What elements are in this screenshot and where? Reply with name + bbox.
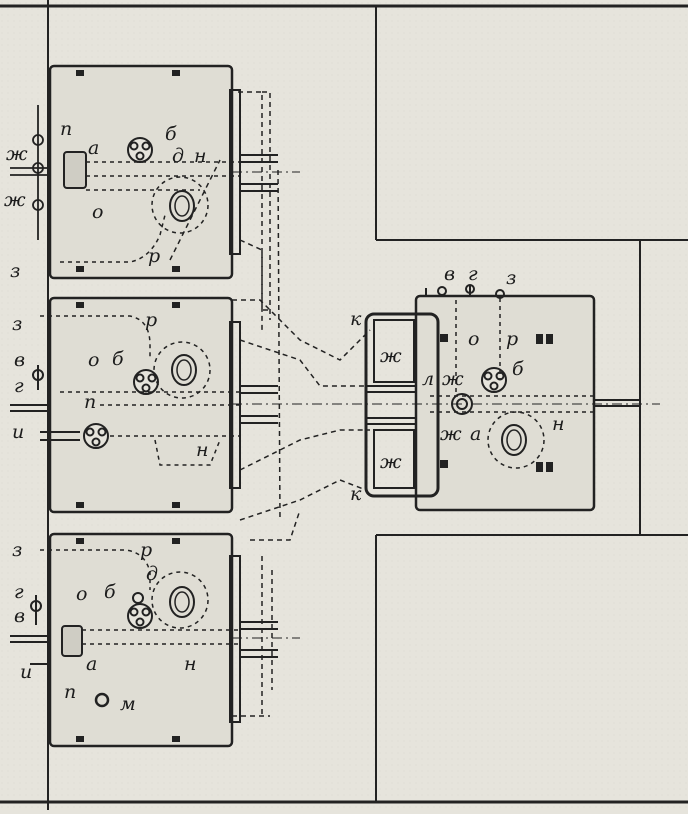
- label-r: р: [148, 245, 160, 267]
- label-zh-1: ж: [6, 143, 28, 165]
- label-b: б: [165, 123, 177, 145]
- left-valves: [10, 105, 50, 240]
- outlet-pipes: [594, 399, 640, 407]
- label-z: з: [12, 313, 22, 335]
- burner-i: [83, 423, 109, 449]
- label-a: а: [86, 653, 97, 675]
- label-zh-1: ж: [442, 368, 464, 390]
- label-d: д: [146, 563, 158, 585]
- label-p: п: [60, 118, 72, 140]
- label-d: д: [172, 145, 184, 167]
- mounting-feet: [440, 334, 553, 472]
- mounting-feet: [76, 302, 180, 508]
- label-n: н: [552, 413, 565, 435]
- crossover-assembly: к ж ж к: [350, 308, 440, 505]
- label-zh-2: ж: [380, 451, 402, 473]
- label-v: в: [14, 605, 25, 627]
- boiler-body: [414, 294, 596, 512]
- label-o: о: [92, 201, 103, 223]
- label-k-2: к: [350, 483, 362, 505]
- label-v: в: [444, 263, 455, 285]
- label-z: з: [12, 539, 22, 561]
- outlet-pipes: [240, 385, 278, 424]
- label-z: з: [506, 267, 516, 289]
- boiler-unit-middle: з р в о б г п и н: [10, 296, 278, 514]
- top-valves: [425, 284, 505, 299]
- inspection-port: [169, 190, 195, 222]
- centerlines: [232, 171, 660, 639]
- crossover-frame: [364, 312, 440, 498]
- label-zh-2: ж: [4, 189, 26, 211]
- dashed-pipes: [40, 315, 240, 466]
- label-n: н: [194, 145, 207, 167]
- mounting-feet: [76, 538, 180, 742]
- label-i: и: [12, 421, 24, 443]
- dashed-pipes: [40, 549, 240, 645]
- dashed-pipes: [430, 298, 594, 469]
- label-r: р: [140, 539, 152, 561]
- inspection-port: [171, 354, 197, 386]
- outlet-pipes: [240, 154, 278, 192]
- label-a: а: [88, 137, 99, 159]
- label-n: н: [196, 439, 209, 461]
- label-z: з: [10, 260, 20, 282]
- label-v: в: [14, 349, 25, 371]
- header-lower: [373, 429, 415, 489]
- label-o: о: [76, 583, 87, 605]
- label-b: б: [512, 358, 524, 380]
- label-r: р: [145, 309, 157, 331]
- left-valves: [10, 365, 80, 441]
- component-a: [63, 151, 87, 189]
- inspection-port: [501, 424, 527, 456]
- label-i: и: [20, 661, 32, 683]
- label-k-1: к: [350, 308, 362, 330]
- label-g: г: [14, 581, 24, 603]
- label-b: б: [112, 348, 124, 370]
- boiler-flange: [229, 555, 241, 723]
- burner-b: [481, 367, 507, 393]
- label-m: м: [120, 693, 136, 715]
- component-a: [61, 625, 83, 657]
- boiler-unit-right: в г з о р л ж б а ж н: [414, 263, 640, 512]
- label-g: г: [468, 263, 478, 285]
- connecting-pipes: [169, 91, 371, 717]
- inspection-port: [169, 586, 195, 618]
- mounting-feet: [76, 70, 180, 272]
- header-upper: [373, 319, 415, 383]
- dashed-pipes: [60, 161, 240, 263]
- left-valves: [10, 595, 50, 665]
- label-b: б: [104, 581, 116, 603]
- boiler-unit-top: п а б д н о р з ж ж: [4, 64, 278, 282]
- label-zh-1: ж: [380, 345, 402, 367]
- marker-m: [94, 692, 110, 708]
- label-p: п: [64, 681, 76, 703]
- label-zh-2: ж: [440, 423, 462, 445]
- label-n: н: [184, 653, 197, 675]
- burner-b: [133, 369, 159, 395]
- label-r: р: [506, 328, 518, 350]
- crossover-pipes: [366, 385, 416, 425]
- label-o: о: [88, 349, 99, 371]
- label-o: о: [468, 328, 479, 350]
- label-l: л: [422, 368, 434, 390]
- label-g: г: [14, 375, 24, 397]
- label-p: п: [84, 391, 96, 413]
- burner-b: [127, 137, 153, 163]
- label-a: а: [470, 423, 481, 445]
- burner-b: [127, 592, 153, 629]
